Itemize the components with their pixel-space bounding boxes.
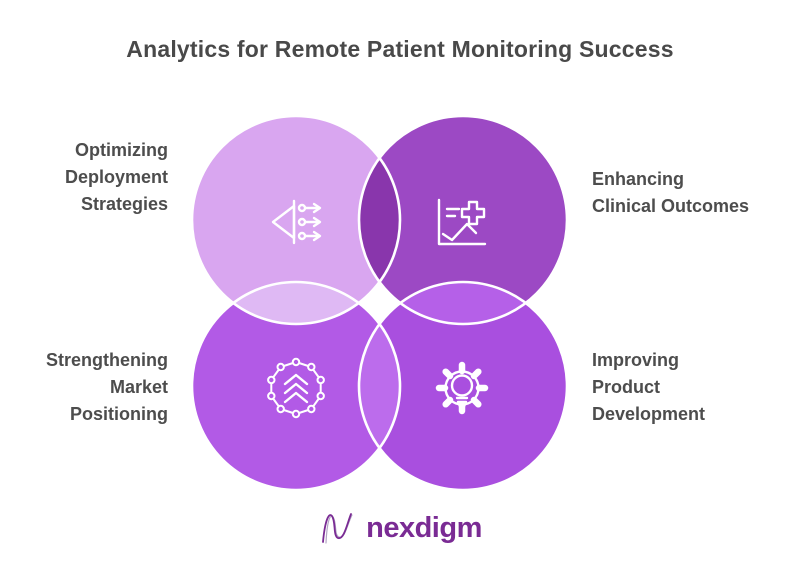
page-title: Analytics for Remote Patient Monitoring … bbox=[126, 36, 674, 62]
label-enhancing-clinical-outcomes: Enhancing Clinical Outcomes bbox=[592, 169, 750, 216]
network-chevrons-up-icon bbox=[267, 357, 325, 419]
circle-enhancing-clinical bbox=[359, 116, 567, 324]
funnel-distribution-arrows-icon bbox=[271, 199, 322, 245]
circle-outlines bbox=[190, 114, 569, 492]
nexdigm-n-wave-logo-icon bbox=[322, 513, 353, 544]
circle-improving-product bbox=[359, 282, 567, 490]
label-strengthening-market-positioning: Strengthening Market Positioning bbox=[46, 350, 168, 424]
chart-medical-plus-icon bbox=[437, 198, 487, 246]
nexdigm-logo-text: nexdigm bbox=[366, 511, 482, 544]
footer-logo: nexdigm bbox=[0, 504, 800, 552]
circle-optimizing-deployment bbox=[192, 116, 400, 324]
label-optimizing-deployment-strategies: Optimizing Deployment Strategies bbox=[64, 140, 168, 214]
circle-strengthening-market bbox=[192, 282, 400, 490]
label-improving-product-development: Improving Product Development bbox=[592, 350, 706, 424]
gear-lightbulb-icon bbox=[435, 361, 489, 415]
